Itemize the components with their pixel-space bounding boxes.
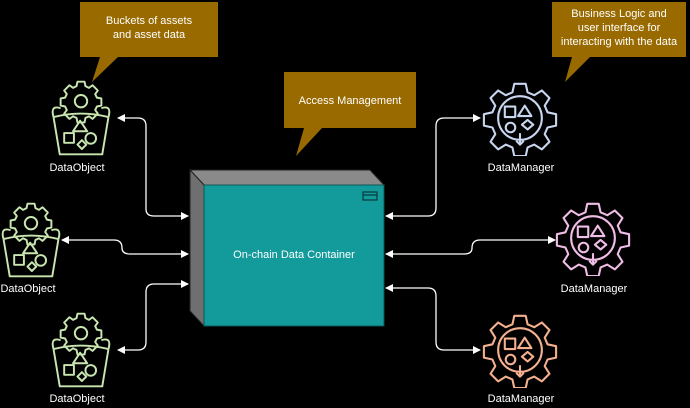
container-side (189, 168, 205, 328)
container-window-icon (362, 191, 378, 201)
arrow-manager-2 (385, 236, 556, 258)
callout-business-text: Business Logic and user interface for in… (560, 8, 678, 48)
data-container (188, 168, 386, 328)
arrow-object-3 (117, 280, 189, 354)
data-object-label: DataObject (49, 393, 105, 405)
callout-access-text: Access Management (298, 95, 402, 107)
data-object-label: DataObject (49, 162, 105, 174)
arrow-manager-3 (385, 284, 481, 354)
container-front (203, 184, 385, 327)
data-manager-label: DataManager (487, 393, 555, 405)
container-top (188, 169, 386, 186)
data-manager-label: DataManager (560, 283, 628, 295)
callout-access (284, 72, 416, 156)
data-manager-gear-icon (482, 314, 558, 388)
arrow-object-2 (61, 236, 189, 258)
data-object-bucket-icon (1, 202, 61, 278)
data-object-label: DataObject (0, 283, 56, 295)
data-manager-label: DataManager (487, 162, 555, 174)
callout-business (552, 2, 686, 82)
data-object-bucket-icon (51, 80, 111, 156)
arrow-object-1 (117, 114, 189, 220)
data-manager-gear-icon (482, 82, 558, 156)
data-object-bucket-icon (51, 312, 111, 388)
callout-buckets (80, 2, 218, 82)
callout-buckets-text: Buckets of assets and asset data (105, 15, 193, 41)
data-manager-gear-icon (555, 202, 631, 276)
arrow-manager-1 (385, 114, 481, 220)
container-label: On-chain Data Container (233, 249, 355, 261)
